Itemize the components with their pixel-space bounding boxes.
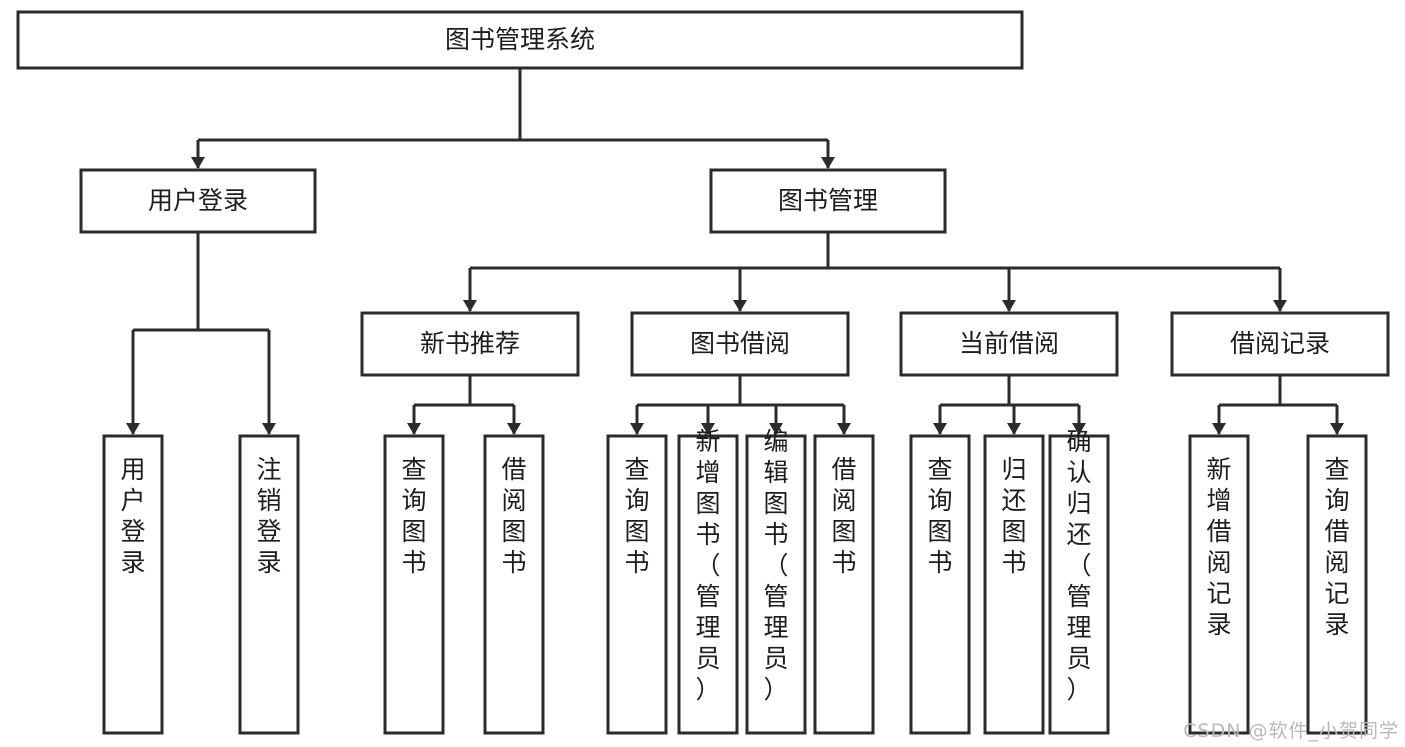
node-box-leaf-query-book-3[interactable] (909, 434, 971, 735)
node-box-leaf-borrow-book-1[interactable] (483, 434, 545, 735)
node-root[interactable]: 图书管理系统 (16, 10, 1024, 70)
node-new-book-rec[interactable]: 新书推荐 (360, 311, 580, 377)
node-label-leaf-borrow-book-2: 借阅图书 (831, 455, 856, 577)
node-label-leaf-add-book: 新增图书（管理员） (695, 427, 720, 704)
node-box-leaf-user-logout[interactable] (238, 434, 300, 735)
node-user-login[interactable]: 用户登录 (79, 168, 317, 234)
node-book-admin[interactable]: 图书管理 (709, 168, 947, 234)
node-label-leaf-user-logout: 注销登录 (256, 455, 281, 577)
node-box-book-admin[interactable] (709, 168, 947, 234)
node-leaf-edit-book[interactable]: 编辑图书（管理员） (745, 427, 807, 735)
node-box-leaf-query-record[interactable] (1306, 434, 1368, 735)
node-leaf-return-book[interactable]: 归还图书 (983, 434, 1045, 735)
node-leaf-query-record[interactable]: 查询借阅记录 (1306, 434, 1368, 735)
node-box-leaf-query-book-1[interactable] (383, 434, 445, 735)
node-leaf-add-record[interactable]: 新增借阅记录 (1188, 434, 1250, 735)
node-label-leaf-confirm-ret: 确认归还（管理员） (1066, 427, 1091, 704)
node-leaf-query-book-1[interactable]: 查询图书 (383, 434, 445, 735)
node-box-leaf-return-book[interactable] (983, 434, 1045, 735)
node-label-leaf-query-book-3: 查询图书 (927, 455, 952, 577)
node-box-leaf-edit-book[interactable] (745, 434, 807, 735)
node-book-borrow[interactable]: 图书借阅 (630, 311, 850, 377)
node-label-leaf-user-login: 用户登录 (120, 455, 145, 577)
node-label-new-book-rec: 新书推荐 (420, 329, 520, 358)
node-leaf-add-book[interactable]: 新增图书（管理员） (677, 427, 739, 735)
node-box-new-book-rec[interactable] (360, 311, 580, 377)
node-label-book-admin: 图书管理 (778, 186, 878, 215)
node-current-borrow[interactable]: 当前借阅 (899, 311, 1119, 377)
node-box-borrow-record[interactable] (1170, 311, 1390, 377)
node-leaf-confirm-ret[interactable]: 确认归还（管理员） (1048, 427, 1110, 735)
node-box-user-login[interactable] (79, 168, 317, 234)
node-box-current-borrow[interactable] (899, 311, 1119, 377)
node-box-leaf-add-record[interactable] (1188, 434, 1250, 735)
node-leaf-user-logout[interactable]: 注销登录 (238, 434, 300, 735)
node-label-leaf-query-book-2: 查询图书 (624, 455, 649, 577)
node-label-current-borrow: 当前借阅 (959, 329, 1059, 358)
node-boxes: 图书管理系统用户登录图书管理新书推荐图书借阅当前借阅借阅记录用户登录注销登录查询… (16, 10, 1390, 735)
node-label-book-borrow: 图书借阅 (690, 329, 790, 358)
node-box-leaf-borrow-book-2[interactable] (813, 434, 875, 735)
node-label-leaf-add-record: 新增借阅记录 (1206, 455, 1231, 639)
node-label-borrow-record: 借阅记录 (1230, 329, 1330, 358)
node-leaf-borrow-book-2[interactable]: 借阅图书 (813, 434, 875, 735)
node-label-leaf-query-book-1: 查询图书 (401, 455, 426, 577)
node-label-leaf-edit-book: 编辑图书（管理员） (763, 427, 788, 704)
node-leaf-borrow-book-1[interactable]: 借阅图书 (483, 434, 545, 735)
node-box-leaf-query-book-2[interactable] (606, 434, 668, 735)
node-borrow-record[interactable]: 借阅记录 (1170, 311, 1390, 377)
node-label-user-login: 用户登录 (148, 186, 248, 215)
node-label-leaf-borrow-book-1: 借阅图书 (501, 455, 526, 577)
connector-links (126, 68, 1344, 435)
node-box-root[interactable] (16, 10, 1024, 70)
node-box-leaf-confirm-ret[interactable] (1048, 434, 1110, 735)
node-label-root: 图书管理系统 (445, 25, 595, 54)
node-box-leaf-add-book[interactable] (677, 434, 739, 735)
node-label-leaf-return-book: 归还图书 (1001, 455, 1026, 577)
node-box-leaf-user-login[interactable] (102, 434, 164, 735)
node-label-leaf-query-record: 查询借阅记录 (1324, 455, 1349, 639)
node-box-book-borrow[interactable] (630, 311, 850, 377)
node-leaf-query-book-2[interactable]: 查询图书 (606, 434, 668, 735)
node-leaf-user-login[interactable]: 用户登录 (102, 434, 164, 735)
node-leaf-query-book-3[interactable]: 查询图书 (909, 434, 971, 735)
